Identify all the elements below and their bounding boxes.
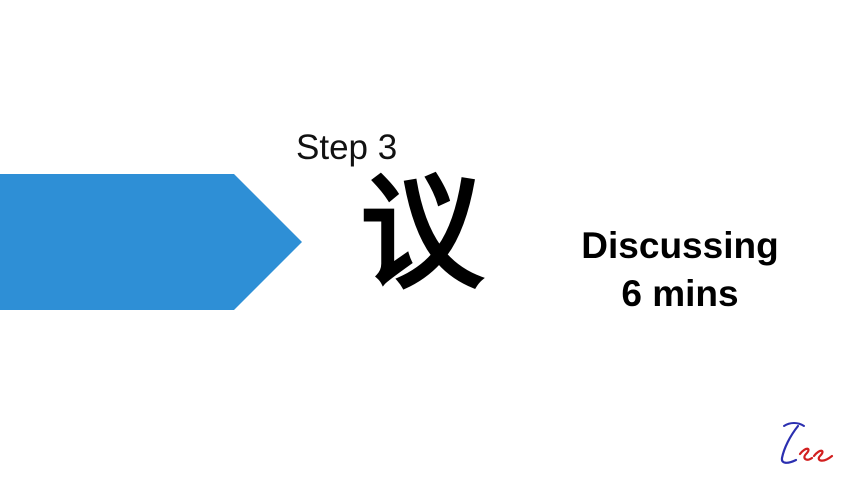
step-label: Step 3 — [296, 128, 398, 167]
activity-title: Discussing — [581, 225, 779, 266]
author-signature-logo — [780, 422, 834, 464]
activity-duration: 6 mins — [621, 273, 739, 314]
discuss-character: 议 — [360, 162, 485, 306]
activity-block: Discussing 6 mins — [560, 222, 800, 318]
pentagon-arrow-icon — [0, 174, 302, 310]
